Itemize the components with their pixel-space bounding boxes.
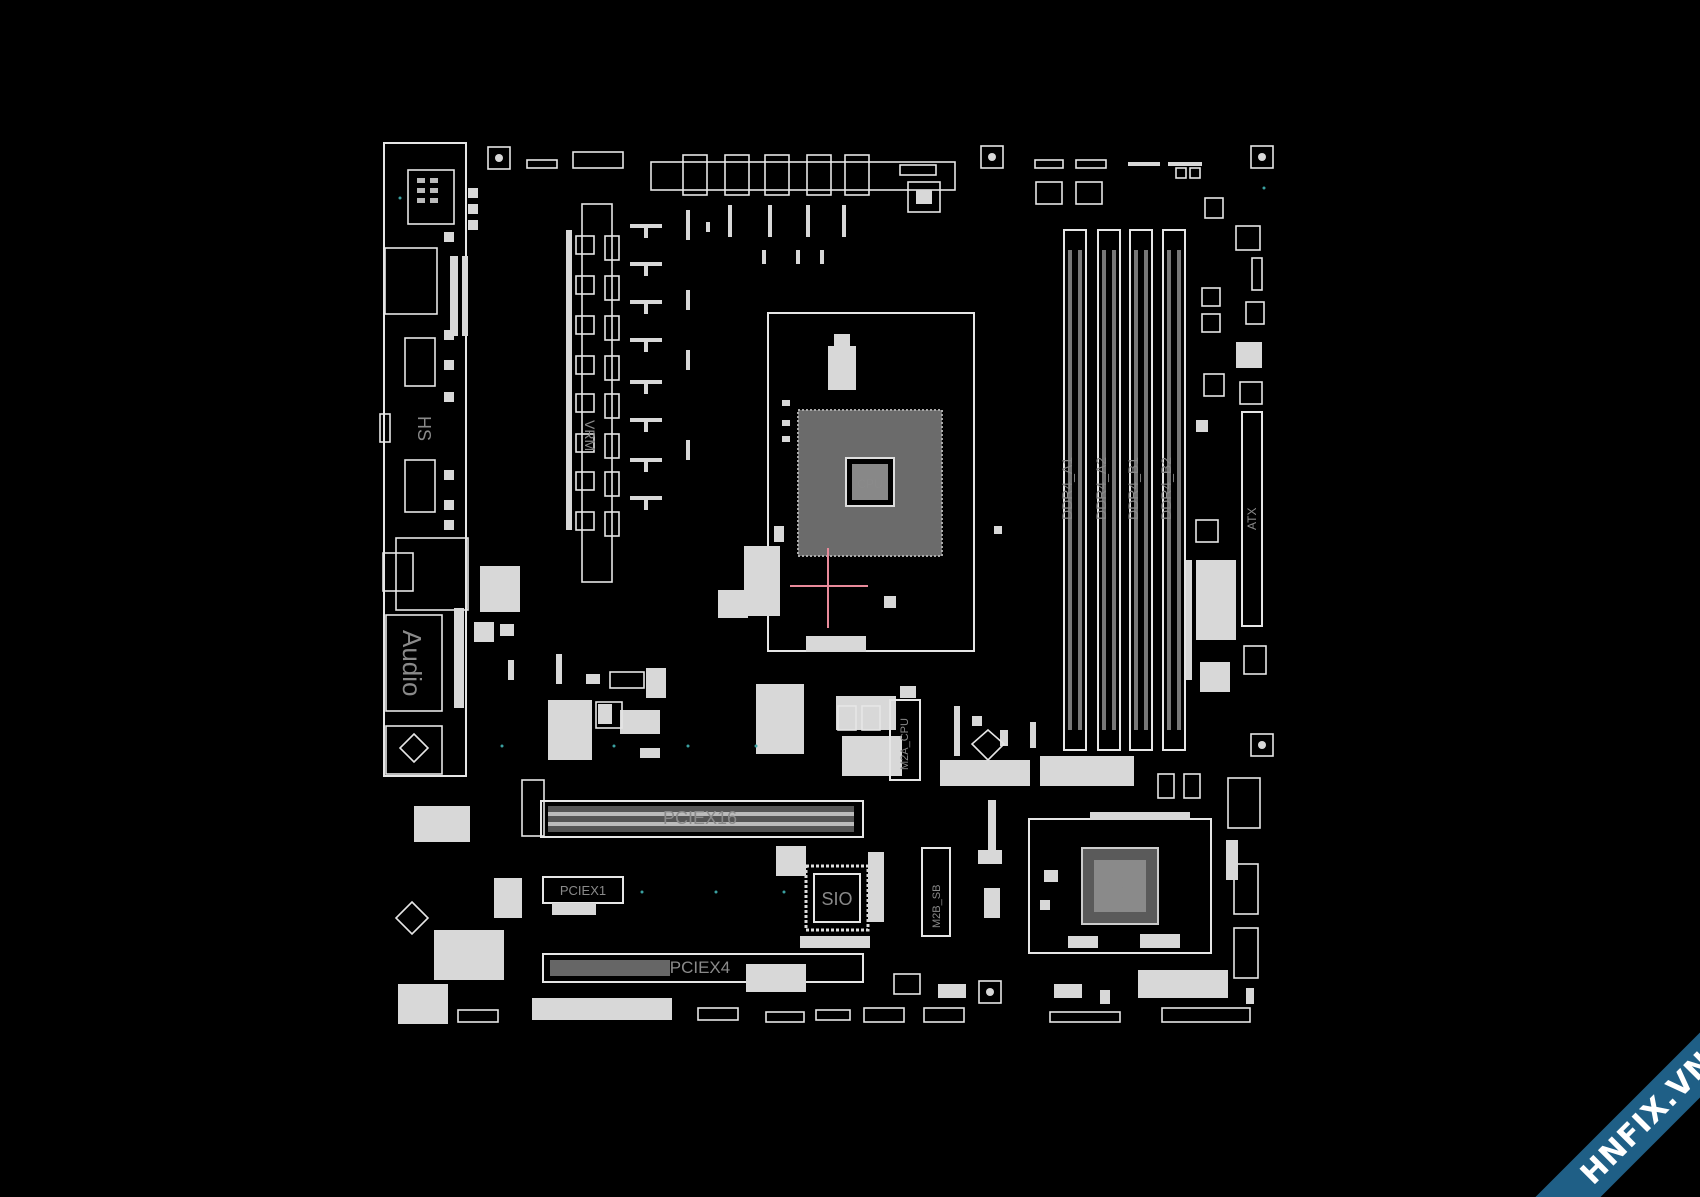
center-cluster: [756, 684, 1134, 786]
bottom-headers: [457, 964, 1254, 1023]
pciex16-label: PCIEX16: [663, 808, 737, 828]
pcie-x1-slot: PCIEX1: [542, 876, 624, 915]
mounting-holes: [487, 145, 1274, 1004]
m2b-label: M2B_SB: [931, 885, 943, 928]
atx-label: ATX: [1245, 508, 1259, 530]
audio-label: Audio: [397, 630, 427, 697]
test-points: [398, 186, 1266, 894]
pcie-x16-slot: PCIEX16: [521, 779, 864, 838]
atx-power: ATX: [1186, 225, 1267, 692]
left-middle-outlines: [595, 671, 645, 729]
pch-label: PCH: [1107, 879, 1132, 893]
pcie-x4-slot: PCIEX4: [542, 953, 864, 983]
rear-io-panel: HS Audio: [379, 142, 469, 777]
vrm-area: VRM: [566, 203, 846, 583]
rear-io-passives: [444, 188, 478, 530]
m2b-slot: M2B_SB: [921, 800, 1002, 937]
pciex4-label: PCIEX4: [670, 958, 730, 977]
dimm-a2-label: DDR4_A2: [1093, 457, 1109, 520]
dimm-b2-label: DDR4_B2: [1158, 457, 1174, 520]
dimm-b1-label: DDR4_B1: [1125, 457, 1141, 520]
left-middle-parts: [454, 566, 666, 760]
vrm-label: VRM: [582, 420, 598, 451]
m2a-label: M2A_CPU: [899, 718, 911, 770]
right-lower-headers: [1138, 773, 1261, 998]
hs-label: HS: [414, 416, 434, 441]
watermark-band: HNFIX.VN: [1514, 997, 1700, 1197]
watermark: HNFIX.VN: [1500, 997, 1700, 1197]
bottom-left-cluster: [394, 806, 522, 1024]
cpu-socket: CPU: [718, 312, 1002, 652]
pciex1-label: PCIEX1: [560, 883, 606, 898]
m2a-slot: M2A_CPU: [837, 699, 1006, 781]
pch-chip: PCH: [1028, 812, 1212, 954]
sio-chip: SIO: [776, 846, 884, 948]
dimm-a1-label: DDR4_A1: [1059, 457, 1075, 520]
sio-label: SIO: [821, 889, 852, 909]
watermark-text: HNFIX.VN: [1573, 1044, 1700, 1192]
dimm-slots: DDR4_A1 DDR4_A2 DDR4_B1 DDR4_B2: [1059, 229, 1186, 751]
top-headers: [526, 151, 1224, 219]
cpu-label: CPU: [857, 477, 882, 491]
